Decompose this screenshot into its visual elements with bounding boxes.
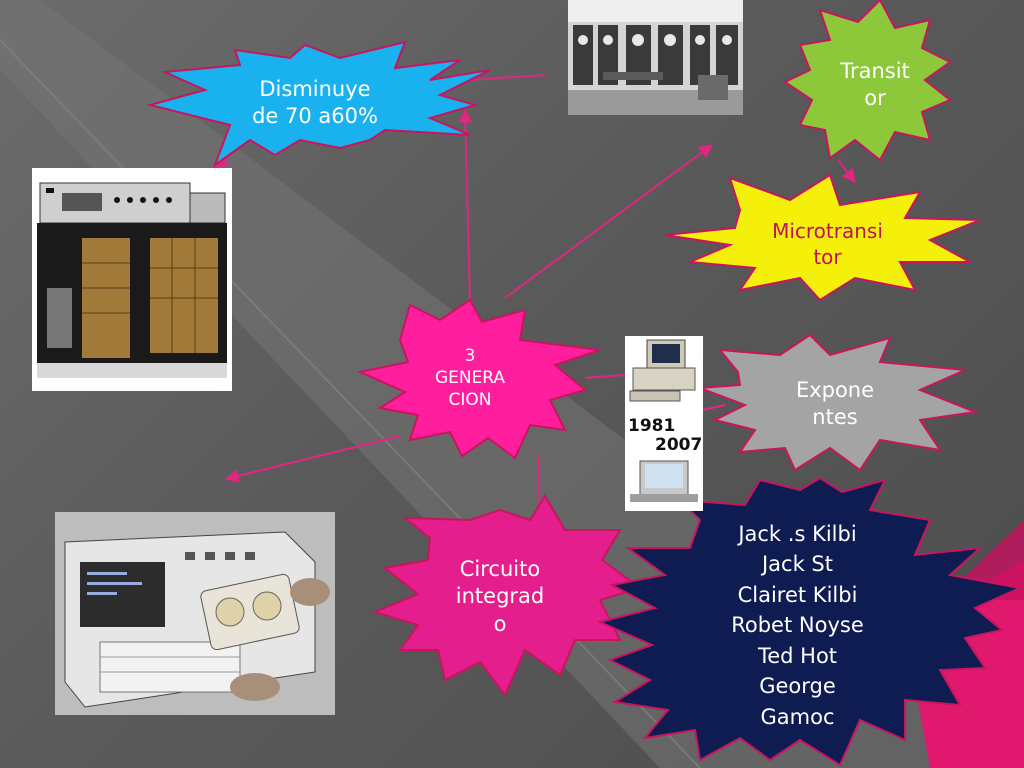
year-end-label: 2007 — [655, 435, 703, 455]
pc-timeline-icon — [625, 336, 703, 511]
ibm-mainframe-icon — [32, 168, 232, 391]
mainframe-image — [32, 168, 232, 391]
transistor-label: Transit or — [840, 59, 910, 111]
nombres-label: Jack .s Kilbi Jack St Clairet Kilbi Robe… — [731, 522, 864, 729]
center-label: 3 GENERA CION — [434, 346, 506, 411]
computer-room-image — [568, 0, 743, 115]
exponentes-label: Expone ntes — [795, 378, 875, 430]
tape-computer-icon — [55, 512, 335, 715]
microtransistor-label: Microtransi tor — [772, 219, 883, 269]
disminuye-label: Disminuye de 70 a60% — [252, 77, 378, 129]
circuito-label: Circuito integrad o — [455, 557, 545, 636]
computer-room-icon — [568, 0, 743, 115]
pc-timeline-image: 1981 2007 — [625, 336, 703, 511]
tape-computer-image — [55, 512, 335, 715]
year-start-label: 1981 — [628, 416, 676, 436]
